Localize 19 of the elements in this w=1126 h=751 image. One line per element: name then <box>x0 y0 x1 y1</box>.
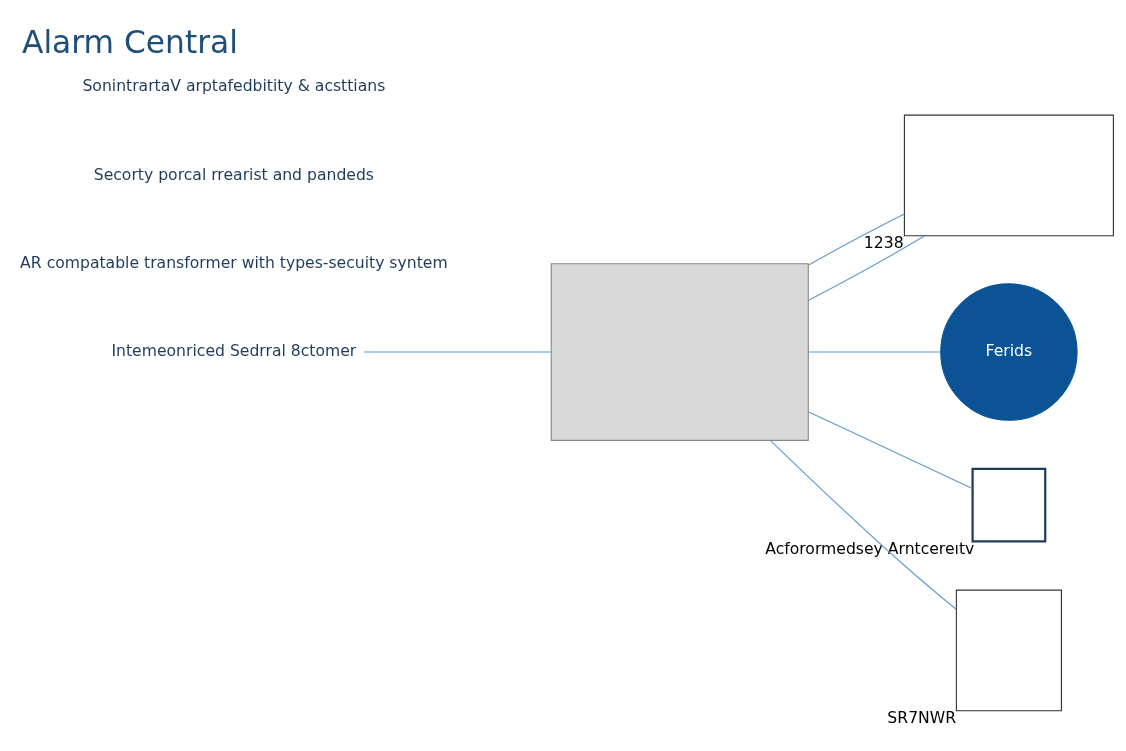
node-box <box>971 467 1047 543</box>
connector <box>770 440 957 610</box>
node-label: Acforormedsey Arntcereıtv <box>765 538 975 558</box>
label: AR compatable transformer with types-secuity syntem <box>20 252 448 272</box>
diagram-title: Alarm Central <box>22 23 238 60</box>
node-box <box>903 114 1114 237</box>
node-box <box>955 589 1062 712</box>
connector <box>808 213 905 266</box>
connector <box>808 351 941 353</box>
label: SonintrartaV arptafedbitity & acsttians <box>82 76 386 96</box>
node-circle: Ferids <box>940 283 1078 421</box>
connector <box>808 235 925 301</box>
node-label: SR7NWR <box>887 708 957 728</box>
connector <box>363 351 552 353</box>
node-text: Intemeonriced Sedrral 8ctomer <box>111 341 357 361</box>
node-label: 1238 <box>863 233 904 253</box>
label: Secorty porcal rrearist and pandeds <box>93 164 375 184</box>
connector <box>808 411 973 490</box>
node-box <box>550 263 809 441</box>
